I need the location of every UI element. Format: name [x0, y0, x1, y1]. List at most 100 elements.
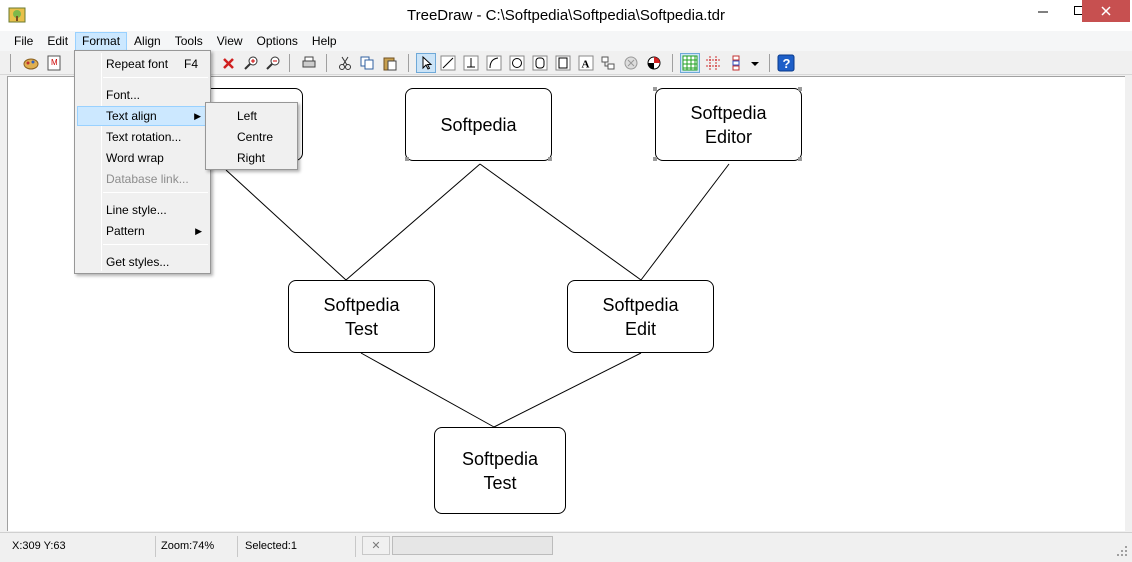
connector-line	[225, 169, 347, 281]
paste-button[interactable]	[380, 53, 400, 73]
layout-icon	[732, 55, 740, 71]
menu-separator	[103, 192, 208, 193]
menu-gutter	[101, 53, 102, 271]
diagram-node-selected[interactable]: Softpedia Editor	[655, 88, 802, 161]
pointer-tool-button[interactable]	[416, 53, 436, 73]
pointer-icon	[422, 55, 433, 70]
status-bar: X:309 Y:63 Zoom:74% Selected:1 ✕	[0, 532, 1132, 562]
line-tool-button[interactable]	[438, 53, 458, 73]
status-selected: Selected:1	[241, 536, 356, 557]
menu-item-text-align[interactable]: Text align ▶	[77, 106, 208, 126]
text-align-submenu: Left Centre Right	[205, 102, 298, 170]
selection-handle[interactable]	[405, 157, 409, 161]
menu-item-align-right[interactable]: Right	[237, 151, 266, 165]
format-menu: Repeat font F4 Font... Text align ▶ Text…	[74, 50, 211, 274]
help-button[interactable]: ?	[776, 53, 796, 73]
treedraw-app-icon[interactable]	[8, 6, 26, 24]
print-icon	[302, 56, 316, 68]
menu-item-label: Font...	[106, 88, 141, 102]
menu-item-repeat-font[interactable]: Repeat font F4	[77, 54, 208, 74]
snap-grid-button[interactable]	[703, 53, 723, 73]
tree-tool-button[interactable]	[598, 53, 618, 73]
toolbar-separator	[326, 54, 327, 72]
color-button[interactable]	[644, 53, 664, 73]
selection-handle[interactable]	[798, 87, 802, 91]
menu-item-pattern[interactable]: Pattern ▶	[77, 221, 208, 241]
clear-button[interactable]	[621, 53, 641, 73]
svg-text:A: A	[582, 59, 590, 71]
selection-handle[interactable]	[653, 87, 657, 91]
copy-icon	[360, 56, 374, 70]
toolbar-separator	[408, 54, 409, 72]
layout-dropdown-button[interactable]	[745, 53, 765, 73]
zoom-out-icon	[266, 56, 280, 70]
selection-handle[interactable]	[653, 157, 657, 161]
diagram-node[interactable]: Softpedia Test	[288, 280, 435, 353]
delete-icon	[223, 58, 234, 69]
menu-item-align-centre[interactable]: Centre	[237, 130, 274, 144]
menu-options[interactable]: Options	[256, 33, 298, 48]
diagram-node[interactable]: Softpedia Test	[434, 427, 566, 514]
zoom-in-icon	[244, 56, 258, 70]
resize-grip-icon[interactable]	[1116, 545, 1128, 557]
text-icon: A	[578, 55, 594, 71]
rect-icon	[555, 55, 571, 71]
menu-item-word-wrap[interactable]: Word wrap	[77, 148, 208, 168]
layout-button[interactable]	[727, 53, 747, 73]
progress-bar	[392, 536, 553, 555]
connector-line	[345, 163, 481, 281]
menu-item-label: Text align	[106, 109, 157, 123]
minimize-icon	[1038, 11, 1048, 13]
diagram-node[interactable]: Softpedia	[405, 88, 552, 161]
menu-view[interactable]: View	[216, 33, 243, 48]
cancel-button[interactable]: ✕	[362, 536, 390, 555]
svg-text:?: ?	[783, 56, 791, 71]
menu-item-line-style[interactable]: Line style...	[77, 200, 208, 220]
help-icon: ?	[777, 54, 795, 72]
connector-line	[360, 352, 495, 428]
menu-item-text-rotation[interactable]: Text rotation...	[77, 127, 208, 147]
toolbar-separator	[10, 54, 11, 72]
text-tool-button[interactable]: A	[576, 53, 596, 73]
menu-bar: File Edit Format Align Tools View Option…	[0, 31, 1132, 51]
menu-edit[interactable]: Edit	[47, 33, 69, 48]
grid-toggle-button[interactable]	[680, 53, 700, 73]
open-button[interactable]	[21, 53, 41, 73]
paste-icon	[383, 57, 397, 71]
menu-align[interactable]: Align	[134, 33, 161, 48]
round-rect-tool-button[interactable]	[530, 53, 550, 73]
minimize-button[interactable]	[1025, 0, 1061, 22]
menu-tools[interactable]: Tools	[174, 33, 203, 48]
cut-button[interactable]	[335, 53, 355, 73]
zoom-in-button[interactable]	[241, 53, 261, 73]
diagram-node[interactable]: Softpedia Edit	[567, 280, 714, 353]
menu-item-align-left[interactable]: Left	[237, 109, 258, 123]
print-button[interactable]	[299, 53, 319, 73]
save-button[interactable]: M	[44, 53, 64, 73]
vertical-line-icon	[463, 55, 479, 71]
menu-item-get-styles[interactable]: Get styles...	[77, 252, 208, 272]
color-icon	[647, 56, 661, 70]
selection-handle[interactable]	[798, 157, 802, 161]
close-icon	[1101, 6, 1111, 16]
menu-help[interactable]: Help	[311, 33, 337, 48]
toolbar-separator	[672, 54, 673, 72]
menu-item-label: Pattern	[106, 224, 145, 238]
copy-button[interactable]	[357, 53, 377, 73]
rect-tool-button[interactable]	[553, 53, 573, 73]
status-coordinates: X:309 Y:63	[8, 536, 156, 557]
menu-file[interactable]: File	[14, 33, 34, 48]
submenu-arrow-icon: ▶	[195, 226, 202, 236]
menu-item-database-link: Database link...	[77, 169, 208, 189]
svg-text:M: M	[51, 58, 58, 67]
selection-handle[interactable]	[548, 157, 552, 161]
ellipse-tool-button[interactable]	[507, 53, 527, 73]
vertical-line-tool-button[interactable]	[461, 53, 481, 73]
delete-button[interactable]	[219, 53, 239, 73]
menu-format[interactable]: Format	[75, 31, 128, 51]
menu-item-label: Database link...	[106, 172, 189, 186]
elbow-line-tool-button[interactable]	[484, 53, 504, 73]
menu-item-font[interactable]: Font...	[77, 85, 208, 105]
zoom-out-button[interactable]	[263, 53, 283, 73]
close-button[interactable]	[1082, 0, 1130, 22]
